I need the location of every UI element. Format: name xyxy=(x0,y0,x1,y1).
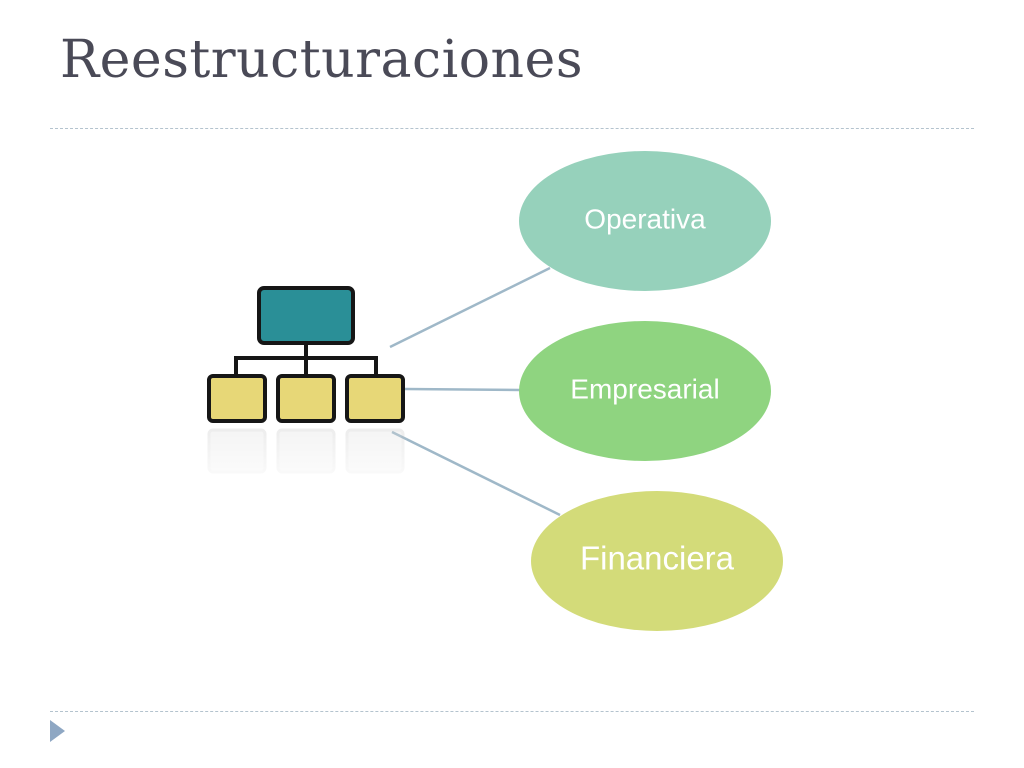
slide-title: Reestructuraciones xyxy=(60,30,584,90)
node-empresarial: Empresarial xyxy=(519,321,771,461)
footer-divider xyxy=(50,711,974,712)
node-empresarial-shape xyxy=(519,321,771,461)
org-chart-connectors xyxy=(234,340,378,379)
node-financiera-shape xyxy=(531,491,783,631)
title-divider xyxy=(50,128,974,129)
connector-line-financiera xyxy=(391,430,561,517)
node-operativa-shape xyxy=(519,151,771,291)
connector-line-empresarial xyxy=(404,387,521,392)
org-chart-child-box xyxy=(345,374,405,423)
org-chart-child-box xyxy=(276,374,336,423)
node-empresarial-label: Empresarial xyxy=(570,373,719,404)
node-financiera: Financiera xyxy=(531,491,783,631)
next-slide-arrow-icon[interactable] xyxy=(50,720,65,742)
org-chart-child-box xyxy=(207,374,267,423)
connector-line-operativa xyxy=(389,266,551,349)
node-operativa: Operativa xyxy=(519,151,771,291)
org-chart-reflection xyxy=(205,428,407,492)
node-financiera-label: Financiera xyxy=(580,540,735,577)
org-chart-icon xyxy=(205,286,407,492)
org-chart-top-box xyxy=(257,286,355,345)
node-operativa-label: Operativa xyxy=(584,203,706,234)
